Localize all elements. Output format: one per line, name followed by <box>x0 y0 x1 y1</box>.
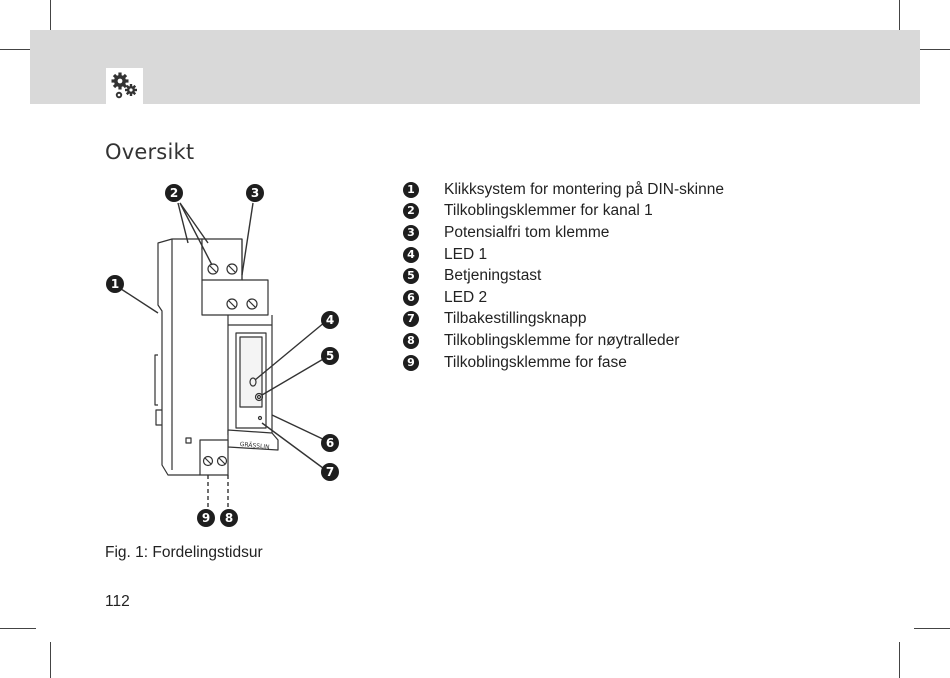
legend-text: Betjeningstast <box>444 267 542 285</box>
device-figure: GRÄSSLIN 2 3 1 4 5 6 <box>100 175 370 535</box>
callout-4-label: 4 <box>326 313 334 327</box>
crop-mark-bottom-left-v <box>50 642 51 678</box>
legend-number: 9 <box>403 354 419 371</box>
legend-number: 3 <box>403 224 419 241</box>
legend-text: Tilkoblingsklemmer for kanal 1 <box>444 202 653 220</box>
crop-mark-top-right-v <box>899 0 900 36</box>
callout-4 <box>321 311 339 329</box>
crop-mark-bottom-right-h <box>914 628 950 629</box>
timer-switch-illustration: GRÄSSLIN 2 3 1 4 5 6 <box>106 184 339 527</box>
legend-number: 6 <box>403 289 419 306</box>
legend-number: 2 <box>403 203 419 220</box>
legend-text: Tilkoblingsklemme for fase <box>444 353 627 371</box>
legend-text: LED 2 <box>444 288 488 306</box>
callout-8 <box>220 509 238 527</box>
crop-mark-top-left-v <box>50 0 51 36</box>
page-title: Oversikt <box>105 140 195 164</box>
callout-5-label: 5 <box>326 349 334 363</box>
callout-5 <box>321 347 339 365</box>
legend-number: 8 <box>403 332 419 349</box>
legend-item: 7 Tilbakestillingsknapp <box>403 309 724 331</box>
crop-mark-bottom-right-v <box>899 642 900 678</box>
legend-item: 5 Betjeningstast <box>403 265 724 287</box>
callout-9 <box>197 509 215 527</box>
callout-1 <box>106 275 124 293</box>
legend-number: 5 <box>403 268 419 285</box>
callout-3-label: 3 <box>251 186 259 200</box>
legend-item: 8 Tilkoblingsklemme for nøytralleder <box>403 330 724 352</box>
callout-7 <box>321 463 339 481</box>
legend-item: 9 Tilkoblingsklemme for fase <box>403 352 724 374</box>
callout-6-label: 6 <box>326 436 334 450</box>
callout-7-label: 7 <box>326 465 334 479</box>
legend-text: Potensialfri tom klemme <box>444 223 610 241</box>
brand-label: GRÄSSLIN <box>239 441 269 451</box>
callout-2-label: 2 <box>170 186 178 200</box>
crop-mark-bottom-left-h <box>0 628 36 629</box>
legend-text: Klikksystem for montering på DIN-skinne <box>444 180 724 198</box>
legend-item: 3 Potensialfri tom klemme <box>403 222 724 244</box>
legend-item: 2 Tilkoblingsklemmer for kanal 1 <box>403 201 724 223</box>
header-band <box>30 30 920 104</box>
gears-icon <box>111 72 137 99</box>
legend-text: Tilkoblingsklemme for nøytralleder <box>444 331 680 349</box>
callout-3 <box>246 184 264 202</box>
legend-number: 4 <box>403 246 419 263</box>
legend-number: 7 <box>403 311 419 328</box>
legend-number: 1 <box>403 181 419 198</box>
header-icon-pointer <box>118 104 130 112</box>
callout-8-label: 8 <box>225 511 233 525</box>
callout-2 <box>165 184 183 202</box>
legend-text: LED 1 <box>444 245 488 263</box>
legend-item: 1 Klikksystem for montering på DIN-skinne <box>403 179 724 201</box>
header-icon-box <box>106 68 143 104</box>
page-number: 112 <box>105 593 130 610</box>
crop-mark-top-left-h <box>0 49 36 50</box>
legend-item: 4 LED 1 <box>403 244 724 266</box>
crop-mark-top-right-h <box>914 49 950 50</box>
figure-caption: Fig. 1: Fordelingstidsur <box>105 544 263 561</box>
legend-item: 6 LED 2 <box>403 287 724 309</box>
callout-1-label: 1 <box>111 277 119 291</box>
legend-list: 1 Klikksystem for montering på DIN-skinne… <box>403 179 724 373</box>
legend-text: Tilbakestillingsknapp <box>444 310 587 328</box>
callout-9-label: 9 <box>202 511 210 525</box>
callout-6 <box>321 434 339 452</box>
